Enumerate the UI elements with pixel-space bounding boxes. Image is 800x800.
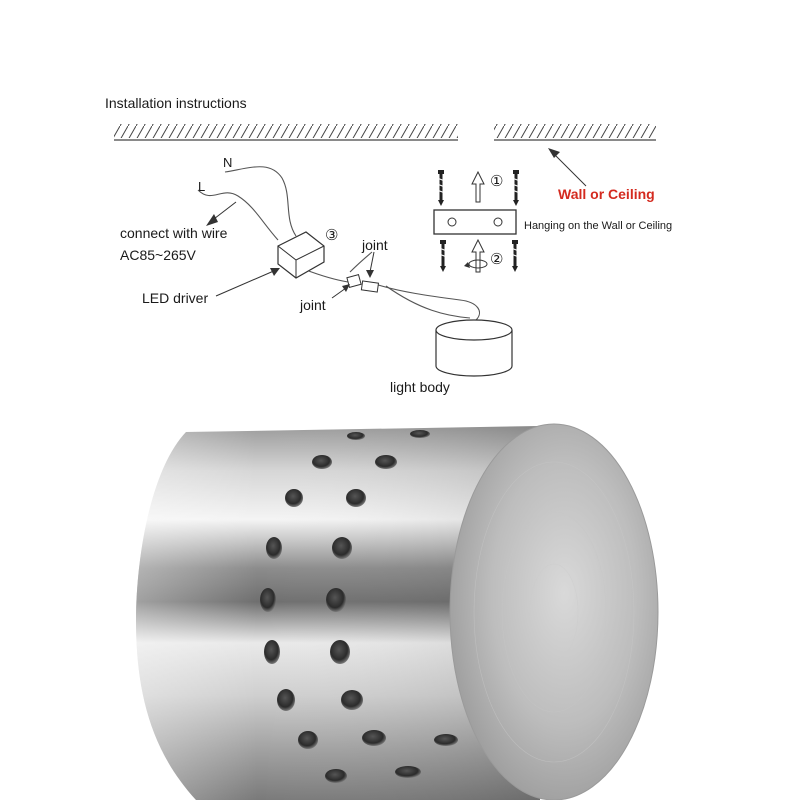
rotate-arrow-icon [464, 238, 488, 273]
wall-pointer-line [551, 151, 587, 187]
hanging-label: Hanging on the Wall or Ceiling [524, 220, 673, 232]
led-driver-label: LED driver [142, 290, 209, 306]
step-3-marker: ③ [325, 226, 339, 244]
joint-bottom-pointer [331, 287, 347, 299]
light-body-label: light body [390, 379, 450, 395]
joint-bottom-arrowhead [342, 284, 350, 292]
wall-pointer-arrowhead [548, 148, 560, 158]
screw-bottom-left [438, 240, 448, 272]
diagram-title: Installation instructions [105, 95, 247, 111]
light-body-sketch [435, 319, 513, 377]
perforation-holes [260, 430, 458, 783]
up-arrow-icon [471, 170, 485, 203]
joint-top-label: joint [362, 237, 388, 253]
joint-bottom-label: joint [300, 297, 326, 313]
connect-arrowhead [206, 214, 218, 226]
led-driver-arrowhead [270, 268, 280, 276]
ceiling-hatch-left [114, 124, 458, 141]
wall-or-ceiling-label: Wall or Ceiling [558, 186, 655, 202]
product-photo [136, 423, 659, 800]
led-driver-pointer [215, 269, 277, 297]
screw-top-left [436, 170, 446, 206]
screw-top-right [511, 170, 521, 206]
wire-l-label: L [198, 179, 206, 194]
joint-top-arrowhead [366, 270, 374, 278]
screw-bottom-right [510, 240, 520, 272]
wire-n-label: N [223, 155, 233, 170]
voltage-label: AC85~265V [120, 247, 196, 263]
mounting-plate [433, 209, 517, 235]
connect-wire-label: connect with wire [120, 225, 228, 241]
joint-connector [346, 274, 380, 293]
ceiling-hatch-right [494, 124, 656, 141]
step-2-marker: ② [490, 250, 504, 268]
wiring [197, 166, 480, 321]
led-driver-box [277, 231, 325, 279]
joint-top-pointer [369, 251, 375, 273]
step-1-marker: ① [490, 172, 504, 190]
